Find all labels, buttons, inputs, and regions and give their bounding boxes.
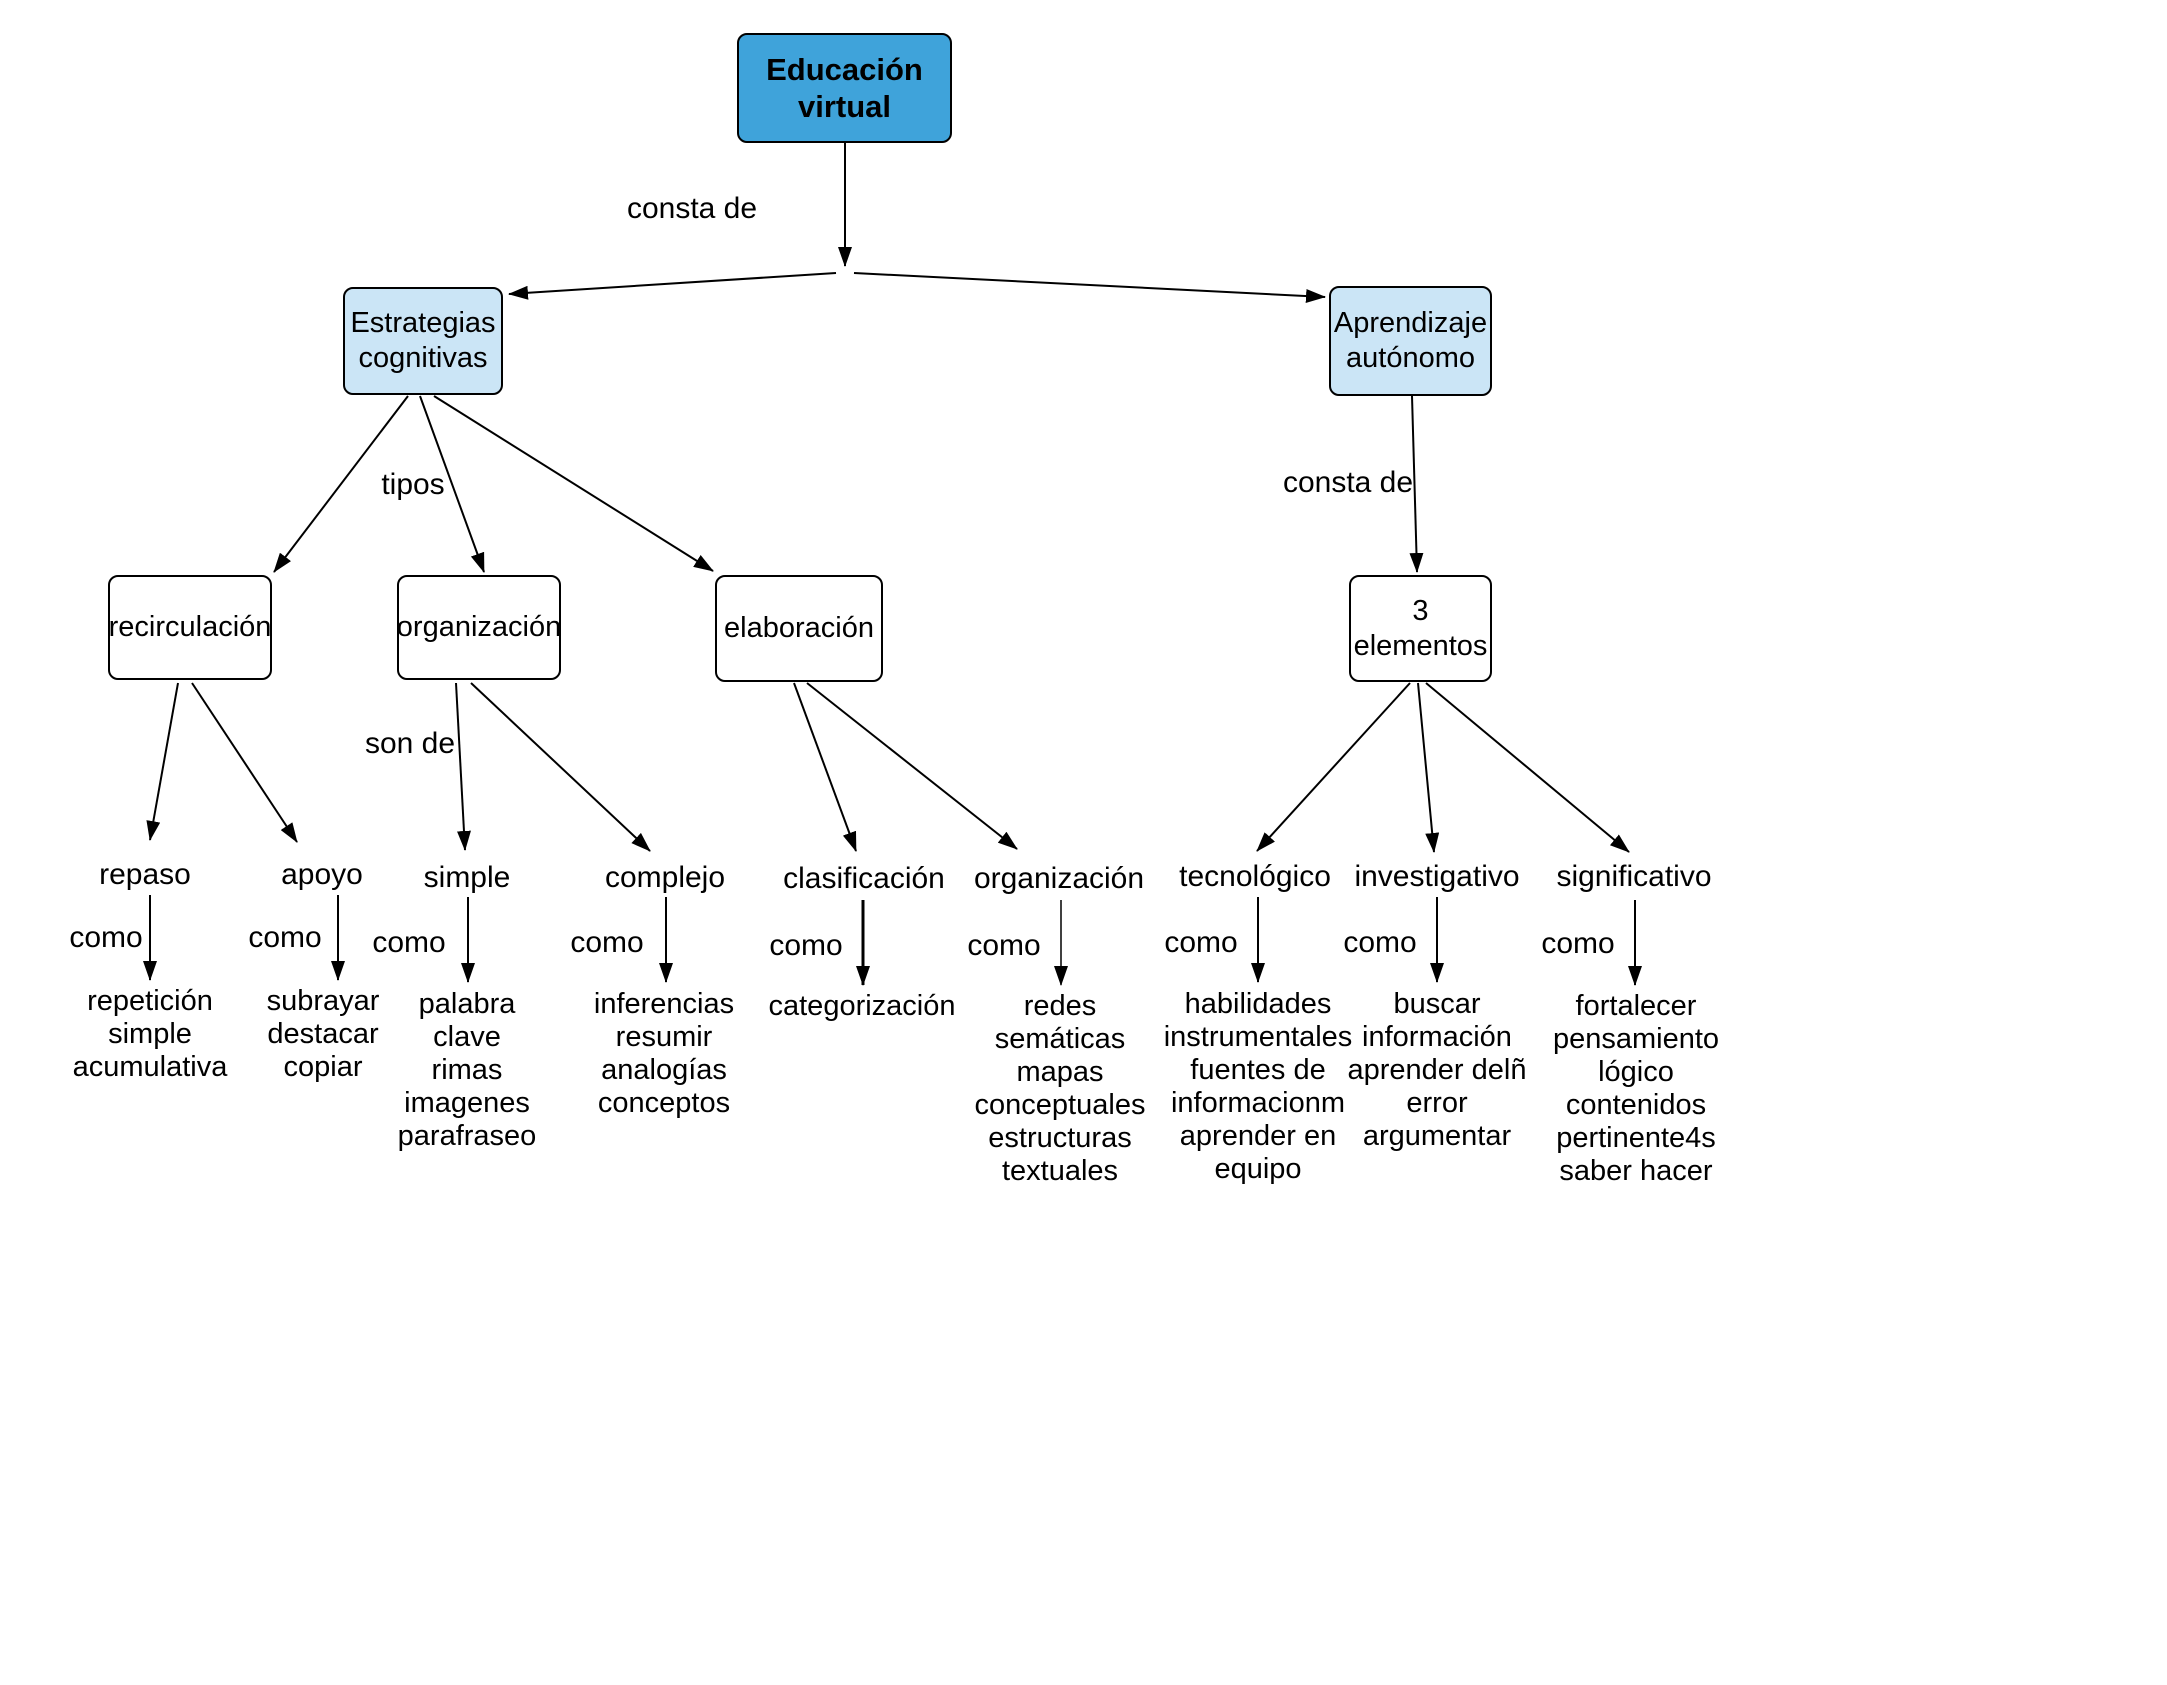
detail-organizacion2: redes semáticas mapas conceptuales estru… [974,990,1146,1187]
node-organizacion: organización [397,575,561,680]
node-complejo: complejo [604,861,726,894]
edge-split-aprendizaje [853,272,1326,304]
edge-elaboracion-organizacion2 [806,682,1018,850]
node-organizacion2: organización [973,862,1145,895]
edge-label-como-organizacion2: como [967,929,1041,962]
edge-recirculacion-apoyo [191,682,298,843]
edge-label-como-significativo: como [1541,927,1615,960]
edge-3elementos-significativo [1425,682,1630,853]
edge-estrategias-organizacion [419,395,485,573]
node-apoyo: apoyo [281,858,363,891]
edge-label-como-repaso: como [69,921,143,954]
edge-aprendizaje-3elementos [1409,395,1424,573]
edge-estrategias-elaboracion [433,395,714,572]
edge-label-como-investigativo: como [1343,926,1417,959]
node-simple: simple [423,861,511,894]
node-elaboracion: elaboración [715,575,883,682]
edge-label-como-apoyo: como [248,921,322,954]
node-recirculacion: recirculación [108,575,272,680]
edge-label-tipos: tipos [381,468,445,501]
detail-complejo: inferencias resumir analogías conceptos [593,988,735,1119]
detail-significativo: fortalecer pensamiento lógico contenidos… [1552,990,1720,1187]
edge-label-consta-de-right: consta de [1282,466,1414,499]
edge-estrategias-recirculacion [273,395,409,573]
detail-clasificacion: categorización [768,990,956,1022]
detail-apoyo: subrayar destacar copiar [266,985,380,1083]
edge-split-estrategias [508,272,837,300]
edge-label-como-clasificacion: como [769,929,843,962]
edge-organizacion-complejo [470,682,651,852]
edge-organizacion-simple [455,682,471,851]
node-tecnologico: tecnológico [1179,860,1331,893]
node-repaso: repaso [99,858,191,891]
node-investigativo: investigativo [1354,860,1520,893]
edge-3elementos-tecnologico [1256,682,1411,852]
node-aprendizaje-autonomo: Aprendizaje autónomo [1329,286,1492,396]
edge-label-como-simple: como [372,926,446,959]
node-3-elementos: 3 elementos [1349,575,1492,682]
edge-label-como-complejo: como [570,926,644,959]
edge-label-como-tecnologico: como [1164,926,1238,959]
detail-investigativo: buscar información aprender delñ error a… [1347,988,1527,1152]
edge-label-consta-de-left: consta de [626,192,758,225]
node-significativo: significativo [1556,860,1712,893]
edge-3elementos-investigativo [1417,682,1440,853]
node-clasificacion: clasificación [783,862,945,895]
detail-simple: palabra clave rimas imagenes parafraseo [397,988,537,1152]
edge-elaboracion-clasificacion [793,682,857,852]
edge-recirculacion-repaso [146,682,179,841]
detail-tecnologico: habilidades instrumentales fuentes de in… [1163,988,1353,1185]
node-educacion-virtual: Educación virtual [737,33,952,143]
detail-repaso: repetición simple acumulativa [72,985,228,1083]
edge-label-son-de: son de [364,727,456,760]
node-estrategias-cognitivas: Estrategias cognitivas [343,287,503,395]
